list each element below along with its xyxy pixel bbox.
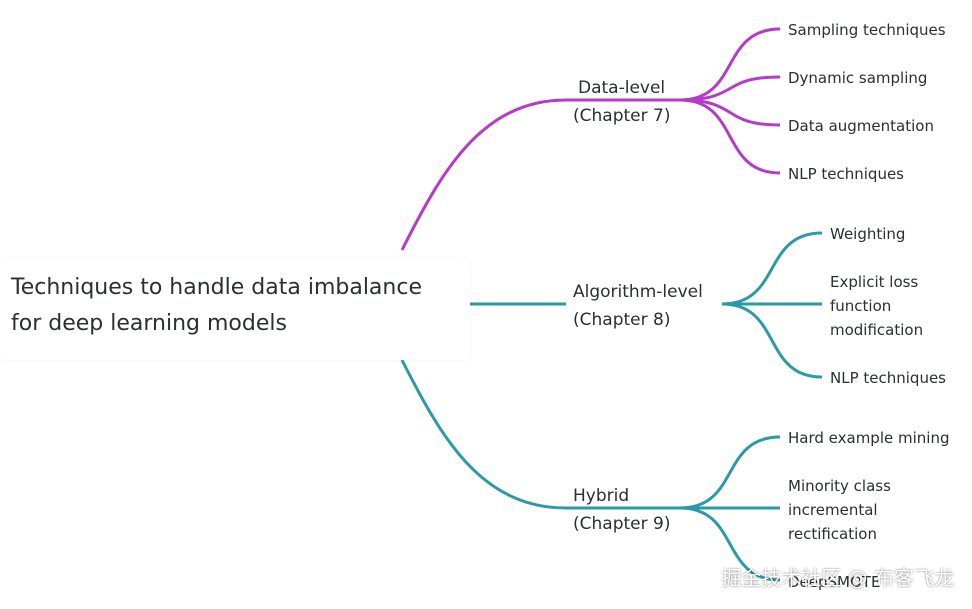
link-data-level-leaf-3 bbox=[679, 98, 781, 127]
branch-data-level-line-1: Data-level bbox=[578, 78, 666, 98]
leaf-minority-class-line-3: rectification bbox=[788, 525, 877, 543]
leaf-data-augmentation: Data augmentation bbox=[788, 117, 934, 135]
link-data-level-leaf-1 bbox=[679, 27, 781, 102]
branch-algorithm-level-line-1: Algorithm-level bbox=[573, 282, 703, 302]
link-root-to-hybrid bbox=[400, 359, 567, 510]
leaf-minority-class-line-1: Minority class bbox=[788, 477, 891, 495]
root-node: Techniques to handle data imbalance for … bbox=[0, 258, 470, 360]
link-algorithm-level-leaf-1 bbox=[721, 231, 823, 306]
watermark: 掘金技术社区 @ 布客飞龙 bbox=[721, 566, 954, 590]
leaf-dynamic-sampling: Dynamic sampling bbox=[788, 69, 928, 87]
root-title-line-1: Techniques to handle data imbalance bbox=[11, 275, 422, 300]
branch-data-level-line-2: (Chapter 7) bbox=[573, 106, 671, 126]
link-algorithm-level-leaf-3 bbox=[721, 302, 823, 379]
leaf-explicit-loss-line-3: modification bbox=[830, 321, 924, 339]
leaf-explicit-loss-line-2: function bbox=[830, 297, 892, 315]
leaf-hard-example-mining: Hard example mining bbox=[788, 429, 950, 447]
branch-hybrid-line-1: Hybrid bbox=[573, 486, 630, 506]
link-data-level-leaf-2 bbox=[679, 75, 781, 102]
leaf-nlp-techniques-data-level: NLP techniques bbox=[788, 165, 905, 183]
link-hybrid-leaf-1 bbox=[679, 435, 781, 510]
leaf-weighting: Weighting bbox=[830, 225, 906, 243]
branch-algorithm-level-line-2: (Chapter 8) bbox=[573, 310, 671, 330]
link-hybrid-leaf-3 bbox=[679, 506, 781, 582]
leaf-explicit-loss-line-1: Explicit loss bbox=[830, 273, 919, 291]
leaf-sampling-techniques: Sampling techniques bbox=[788, 21, 946, 39]
leaf-nlp-techniques-algorithm-level: NLP techniques bbox=[830, 369, 947, 387]
leaf-minority-class-line-2: incremental bbox=[788, 501, 878, 519]
link-root-to-data-level bbox=[400, 98, 567, 251]
leaf-deepsmote: DeepSMOTE bbox=[788, 573, 881, 591]
root-title-line-2: for deep learning models bbox=[11, 311, 287, 336]
branch-hybrid-line-2: (Chapter 9) bbox=[573, 514, 671, 534]
link-data-level-leaf-4 bbox=[679, 98, 781, 175]
